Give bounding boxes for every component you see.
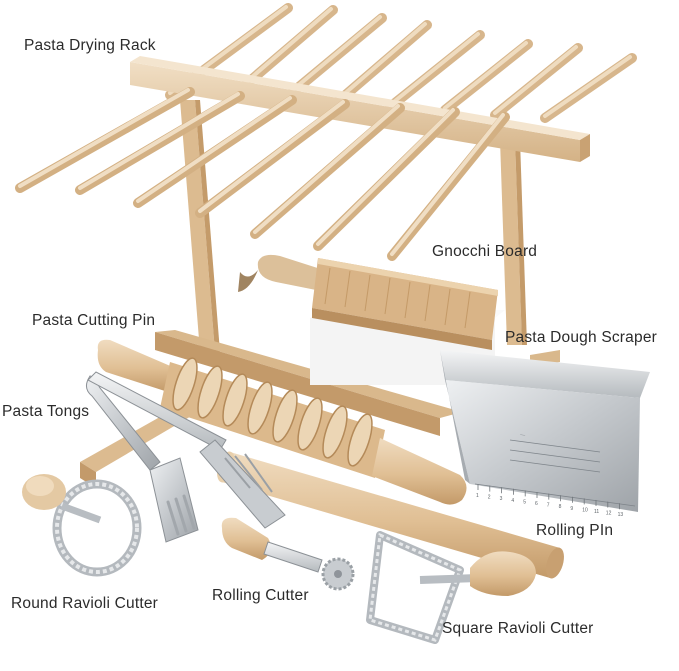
ruler-number: 9 <box>570 506 573 512</box>
label-square-ravioli-cutter: Square Ravioli Cutter <box>442 620 594 637</box>
ruler-number: 5 <box>523 499 526 505</box>
label-rolling-pin: Rolling PIn <box>536 522 614 539</box>
round-ravioli-cutter <box>22 474 142 577</box>
ruler-number: 8 <box>559 504 562 510</box>
ruler-number: 10 <box>582 507 588 513</box>
rolling-cutter <box>221 517 355 591</box>
ruler-number: 2 <box>488 495 491 501</box>
scraper-brand-text: — <box>520 432 526 438</box>
pasta-tongs <box>86 371 286 543</box>
label-rolling-cutter: Rolling Cutter <box>212 587 309 604</box>
ruler-number: 1 <box>476 493 479 499</box>
label-pasta-tongs: Pasta Tongs <box>2 403 90 420</box>
label-pasta-dough-scraper: Pasta Dough Scraper <box>505 329 657 346</box>
ruler-number: 7 <box>547 503 550 509</box>
label-gnocchi-board: Gnocchi Board <box>432 243 538 260</box>
ruler-number: 3 <box>500 496 503 502</box>
ruler-number: 11 <box>594 509 599 515</box>
label-pasta-cutting-pin: Pasta Cutting Pin <box>32 312 156 329</box>
label-round-ravioli-cutter: Round Ravioli Cutter <box>11 595 159 612</box>
ruler-number: 13 <box>618 512 624 518</box>
square-ravioli-cutter <box>366 531 536 644</box>
label-pasta-drying-rack: Pasta Drying Rack <box>24 37 156 54</box>
pasta-cutting-pin <box>97 339 467 505</box>
ruler-number: 12 <box>606 511 612 517</box>
ruler-number: 4 <box>511 498 514 504</box>
ruler-number: 6 <box>535 501 538 507</box>
